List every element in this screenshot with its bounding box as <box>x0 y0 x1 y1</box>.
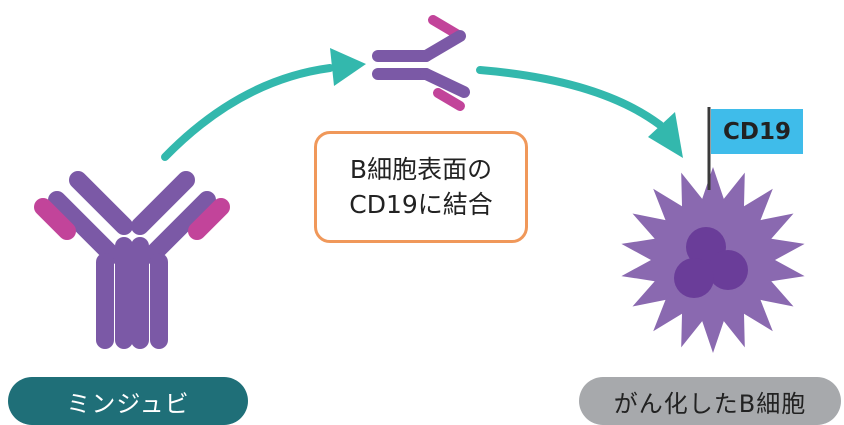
arrow-to-fragment <box>161 48 366 161</box>
cd19-flag-icon <box>707 107 803 190</box>
binding-line-1: B細胞表面の <box>349 155 493 184</box>
arrow-to-cell <box>476 66 683 158</box>
cancer-cell-icon <box>621 167 805 353</box>
binding-description-box: B細胞表面の CD19に結合 <box>314 131 528 243</box>
antibody-icon <box>34 171 230 349</box>
cd19-flag-label: CD19 <box>723 118 791 145</box>
binding-line-2: CD19に結合 <box>349 190 493 219</box>
nucleus-left <box>674 258 714 298</box>
drug-name-pill: ミンジュビ <box>8 377 248 425</box>
nucleus-right <box>708 250 748 290</box>
fragment-icon <box>372 15 470 111</box>
cell-name-pill: がん化したB細胞 <box>579 377 841 425</box>
